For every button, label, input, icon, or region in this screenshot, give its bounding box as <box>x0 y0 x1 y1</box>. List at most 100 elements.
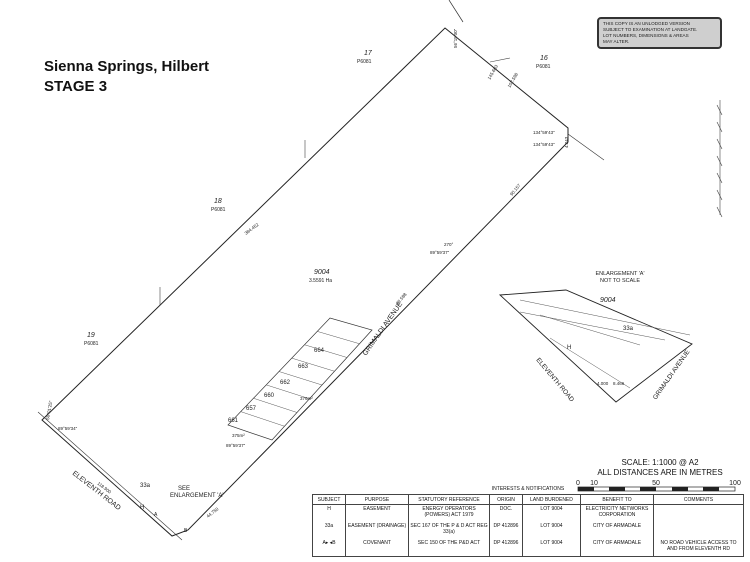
enlargement-line <box>519 311 666 341</box>
stamp-line: THIS COPY IS AN UNLODGED VERSION <box>603 21 690 26</box>
table-row: 33a EASEMENT (DRAINAGE) SEC 167 OF THE P… <box>312 522 744 539</box>
table-cell: DP 412896 <box>489 539 523 557</box>
enlargement-33a-label: 33a <box>623 326 634 332</box>
stage-lot-number: 660 <box>264 393 275 399</box>
dimension: 8.466 <box>613 381 625 386</box>
enlargement-line <box>519 299 691 336</box>
stage-lot-number: 664 <box>314 348 325 354</box>
scale-tick: 50 <box>652 480 660 487</box>
dimension: 56°15'00" <box>453 28 458 48</box>
easement-h-label: H <box>140 505 144 511</box>
table-cell: SEC 150 OF THE P&D ACT <box>408 539 490 557</box>
lot-divider <box>489 57 511 63</box>
table-cell: NO ROAD VEHICLE ACCESS TO AND FROM ELEVE… <box>653 539 744 557</box>
stage-lot-number: 663 <box>298 364 309 370</box>
stage-lot-divider <box>304 344 348 358</box>
stage-lot-divider <box>278 371 323 386</box>
table-cell: A▸ ◂B <box>312 539 346 557</box>
easement-33a-label: 33a <box>140 483 151 489</box>
hatch-mark <box>716 138 723 150</box>
column-header: SUBJECT <box>312 494 346 505</box>
stamp-line: MAY ALTER. <box>603 39 630 44</box>
margin-hatching <box>716 100 723 218</box>
table-row: H EASEMENT ENERGY OPERATORS (POWERS) ACT… <box>312 504 744 522</box>
main-lot-number: 9004 <box>314 269 330 276</box>
scale-tick: 10 <box>590 480 598 487</box>
column-header: ORIGIN <box>489 494 523 505</box>
hatch-mark <box>716 206 723 218</box>
enlargement-subtitle: NOT TO SCALE <box>600 278 640 284</box>
lot-16-plan: P6081 <box>536 64 551 70</box>
plan-title: Sienna Springs, Hilbert <box>44 58 210 75</box>
table-cell: LOT 9004 <box>522 522 581 539</box>
dimension: 44.750 <box>206 506 220 519</box>
lot-9004-boundary <box>41 27 569 537</box>
table-cell: CITY OF ARMADALE <box>580 522 654 539</box>
stage-lot-divider <box>253 398 298 413</box>
table-cell: ELECTRICITY NETWORKS CORPORATION <box>580 504 654 522</box>
eleventh-road-label: ELEVENTH ROAD <box>71 470 122 512</box>
table-cell: COVENANT <box>345 539 409 557</box>
table-cell: CITY OF ARMADALE <box>580 539 654 557</box>
table-cell: ENERGY OPERATORS (POWERS) ACT 1979 <box>408 504 490 522</box>
plan-stage: STAGE 3 <box>44 78 108 95</box>
dimension: 89°59'37" <box>430 250 450 255</box>
see-enlargement-label: SEE <box>178 486 190 492</box>
hatch-mark <box>716 189 723 201</box>
stage-lot-divider <box>291 357 335 372</box>
dimension: 145.663 <box>487 63 500 80</box>
column-header: BENEFIT TO <box>580 494 654 505</box>
scale-bar: 0 10 50 100 <box>576 480 741 492</box>
stamp-line: LOT NUMBERS, DIMENSIONS & AREAS <box>603 33 689 38</box>
covenant-b-label: B <box>184 528 188 534</box>
scale-bar-segment <box>609 487 625 491</box>
unlodged-stamp: THIS COPY IS AN UNLODGED VERSION SUBJECT… <box>597 17 722 49</box>
lot-17-plan: P6081 <box>357 59 372 65</box>
eleventh-road-edge <box>37 411 183 541</box>
stage-lot-number: 661 <box>228 418 239 424</box>
dimension: 134°59'43" <box>533 142 555 147</box>
enlargement-title: ENLARGEMENT 'A' <box>595 271 644 277</box>
dimension: 270° <box>444 242 454 247</box>
stage-lot-number: 657 <box>246 406 257 412</box>
scale-note: ALL DISTANCES ARE IN METRES <box>597 468 723 477</box>
enlargement-lot-number: 9004 <box>600 297 616 304</box>
hatch-mark <box>716 155 723 167</box>
lot-19-number: 19 <box>87 332 95 339</box>
hatch-mark <box>716 104 723 116</box>
dimension: 89°59'37" <box>226 443 246 448</box>
dimension: 4.000 <box>597 381 609 386</box>
lot-19-plan: P6081 <box>84 341 99 347</box>
see-enlargement-label: ENLARGEMENT 'A' <box>170 493 224 499</box>
column-header: COMMENTS <box>653 494 744 505</box>
scale-bar-segment <box>703 487 719 491</box>
interests-notifications-table: SUBJECT PURPOSE STATUTORY REFERENCE ORIG… <box>312 494 744 557</box>
stage-lot-divider <box>266 384 310 399</box>
stage-lot-divider <box>240 411 285 427</box>
lot-17-number: 17 <box>364 50 373 57</box>
table-cell: LOT 9004 <box>522 504 581 522</box>
table-row: A▸ ◂B COVENANT SEC 150 OF THE P&D ACT DP… <box>312 539 744 557</box>
table-cell: LOT 9004 <box>522 539 581 557</box>
stamp-line: SUBJECT TO EXAMINATION AT LANDGATE. <box>603 27 698 32</box>
scale-text: SCALE: 1:1000 @ A2 <box>621 458 699 467</box>
enlargement-h-label: H <box>567 345 571 351</box>
table-header-row: SUBJECT PURPOSE STATUTORY REFERENCE ORIG… <box>312 494 744 505</box>
stage-lot-divider <box>317 331 360 344</box>
table-cell <box>653 504 744 522</box>
column-header: STATUTORY REFERENCE <box>408 494 490 505</box>
table-cell: H <box>312 504 346 522</box>
avenue-edge-line <box>567 133 605 161</box>
dimension: 134°59'43" <box>533 130 555 135</box>
dimension: 90.157 <box>509 183 522 197</box>
table-cell <box>653 522 744 539</box>
scale-tick: 0 <box>576 480 580 487</box>
table-cell: 33a <box>312 522 346 539</box>
enlargement-line <box>539 314 641 346</box>
main-lot-area: 3.5591 Ha <box>309 278 332 284</box>
dimension: 50°01'25" <box>45 400 53 420</box>
stage-lot-area: 375m² <box>232 433 245 438</box>
column-header: PURPOSE <box>345 494 409 505</box>
scale-bar-segment <box>640 487 656 491</box>
